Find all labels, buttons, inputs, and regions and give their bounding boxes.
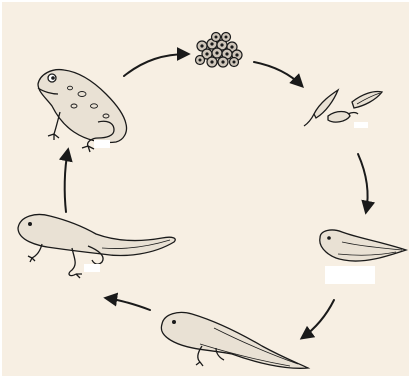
diagram-canvas: [2, 2, 409, 376]
label-patch: [325, 266, 375, 284]
